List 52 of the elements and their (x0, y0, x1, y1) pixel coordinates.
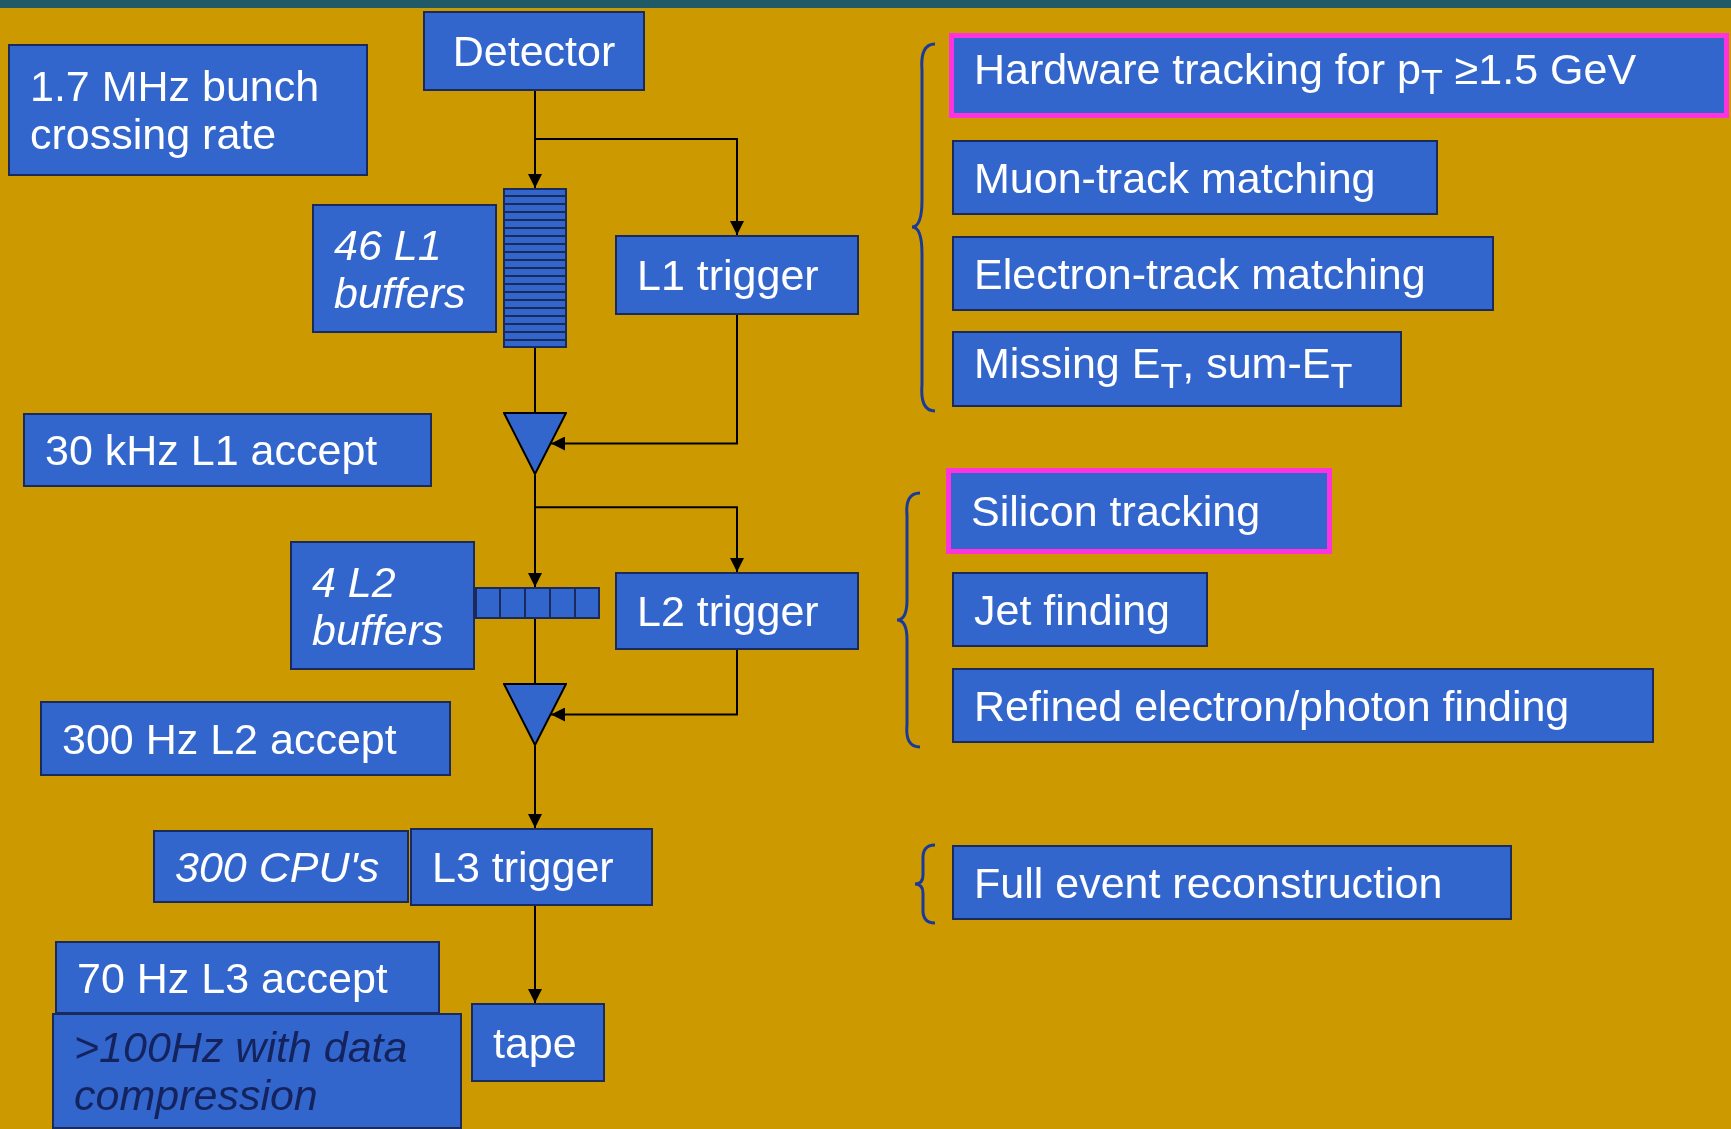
arrow (528, 745, 542, 829)
process-box (423, 11, 645, 91)
arrow (528, 905, 542, 1004)
task-text: Hardware tracking for p$_{T}$ ≥1.5 GeV (974, 45, 1637, 104)
note-box (153, 830, 409, 903)
note-text: >100Hz with data compression (74, 1023, 409, 1119)
arrow (534, 90, 744, 236)
task-text: Refined electron/photon finding (974, 681, 1570, 730)
note-box (290, 541, 475, 670)
buffer-bar (475, 587, 600, 619)
arrow (550, 649, 738, 722)
rate-text: 30 kHz L1 accept (45, 426, 378, 474)
rate-box (40, 701, 451, 776)
process-box (410, 828, 653, 906)
note-text: 300 CPU's (175, 842, 380, 891)
task-box (949, 33, 1729, 118)
task-text: Silicon tracking (971, 487, 1261, 535)
process-box (615, 235, 859, 315)
task-box (952, 236, 1494, 311)
box-text: L3 trigger (432, 843, 614, 891)
note-text: 4 L2 buffers (312, 557, 445, 654)
task-text: Jet finding (974, 585, 1171, 634)
task-text: Full event reconstruction (974, 858, 1443, 907)
rate-text: 1.7 MHz bunch crossing rate (30, 62, 321, 158)
rate-box (23, 413, 432, 487)
task-text: Missing E$_{T}$, sum-E$_{T}$ (974, 338, 1353, 398)
rate-box (55, 941, 440, 1014)
task-box (952, 845, 1512, 920)
buffer-stack (503, 188, 567, 348)
task-box (952, 140, 1438, 215)
merge-triangle (503, 683, 567, 746)
rate-text: 300 Hz L2 accept (62, 714, 397, 763)
arrow (534, 474, 744, 573)
box-text: L2 trigger (637, 587, 819, 635)
note-box (52, 1013, 462, 1129)
box-text: tape (493, 1018, 577, 1067)
rate-box (8, 44, 368, 176)
task-box (952, 668, 1654, 743)
task-box (952, 331, 1402, 407)
note-text: 46 L1 buffers (334, 220, 467, 317)
task-text: Muon-track matching (974, 153, 1376, 202)
process-box (471, 1003, 605, 1082)
arrow (550, 314, 738, 451)
rate-text: 70 Hz L3 accept (77, 953, 388, 1002)
task-text: Electron-track matching (974, 249, 1426, 298)
task-box (946, 468, 1332, 554)
note-box (312, 204, 497, 333)
merge-triangle (503, 412, 567, 475)
task-box (952, 572, 1208, 647)
box-text: L1 trigger (637, 251, 819, 299)
box-text: Detector (452, 27, 616, 75)
process-box (615, 572, 859, 650)
